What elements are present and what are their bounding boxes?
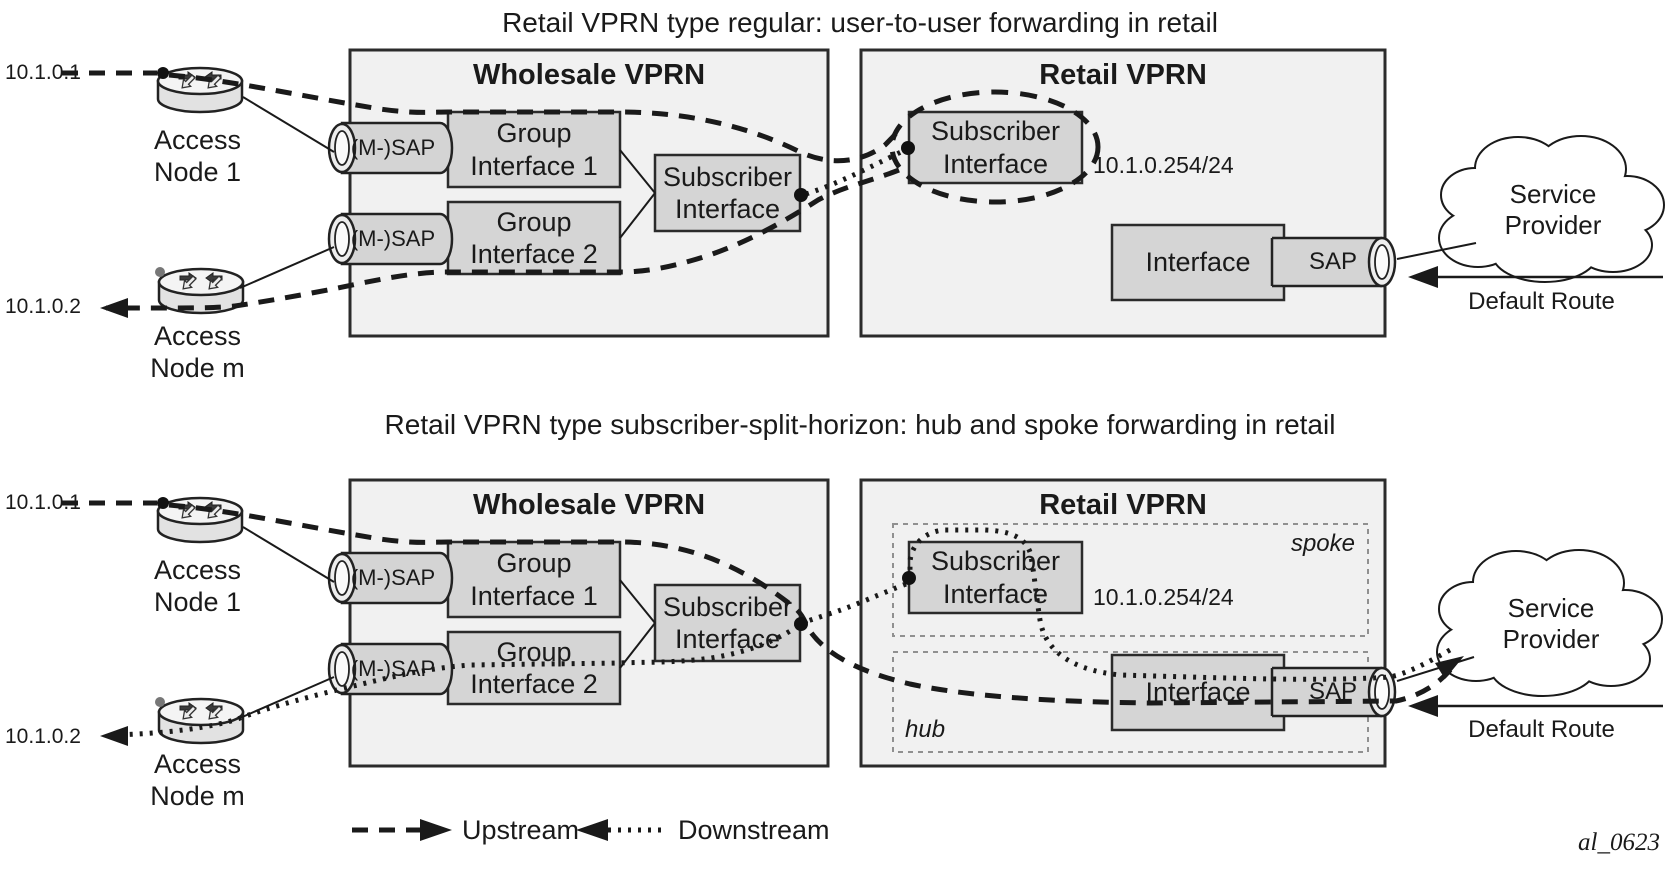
diagram-title-top: Retail VPRN type regular: user-to-user f…: [502, 7, 1218, 38]
hub-zone-label: hub: [905, 716, 946, 743]
group-interface-1-box-top: [446, 110, 622, 189]
access-node-1-label-top: Access Node 1: [153, 125, 242, 188]
default-route-label-bottom: Default Route: [1468, 716, 1615, 743]
legend-upstream-arrowhead: [420, 819, 452, 841]
retail-subif-dot-bottom: [902, 571, 916, 585]
retail-subscriber-interface-label-bottom: Subscriber Interface: [930, 546, 1061, 609]
service-provider-label-top: Service Provider: [1504, 178, 1602, 240]
solid-connectors-bottom: [239, 526, 1475, 719]
default-route-arrowhead-top: [1408, 266, 1438, 288]
group-interface-1-box-bottom: [446, 540, 622, 619]
msap-1-label-top: (M-)SAP: [350, 134, 436, 160]
retail-subif-dot-top: [901, 141, 915, 155]
interface-box-top: [1110, 223, 1286, 302]
wholesale-subif-dot-bottom: [794, 617, 808, 631]
access-node-1-ip-bottom: 10.1.0.1: [5, 491, 81, 514]
msap-2-label-bottom: (M-)SAP: [350, 655, 436, 681]
downstream-arrowhead-bottom: [100, 726, 128, 746]
downstream-path-bottom: [111, 527, 1452, 738]
legend-upstream-label: Upstream: [462, 815, 580, 845]
upstream-path-bottom: [62, 500, 1454, 706]
spoke-zone-rect: [892, 523, 1369, 637]
upstream-arrowhead-top: [100, 298, 128, 318]
upstream-arrowhead-bottom: [1435, 656, 1464, 679]
group-interface-2-label-top: Group Interface 2: [470, 206, 598, 269]
group-interface-1-label-top: Group Interface 1: [470, 118, 598, 181]
access-node-1-ip-top: 10.1.0.1: [5, 61, 81, 84]
default-route-label-top: Default Route: [1468, 288, 1615, 315]
wholesale-subscriber-interface-box-top: [653, 153, 802, 233]
node-m-port-dot-top: [155, 267, 165, 277]
subnet-label-top: 10.1.0.254/24: [1093, 152, 1234, 178]
sap-label-top: SAP: [1308, 247, 1358, 275]
upstream-path-top: [62, 70, 1101, 311]
msap-1-label-bottom: (M-)SAP: [350, 564, 436, 590]
spoke-zone-label: spoke: [1290, 530, 1355, 557]
access-node-m-icon-top: [157, 267, 245, 315]
uturn-dashed-ellipse-top: [889, 89, 1101, 205]
default-route-arrowhead-bottom: [1408, 695, 1438, 717]
access-node-m-ip-bottom: 10.1.0.2: [5, 725, 81, 748]
group-interface-2-label-bottom: Group Interface 2: [470, 636, 598, 699]
node-1-line-dot-bottom: [157, 497, 169, 509]
msap-2-label-top: (M-)SAP: [350, 225, 436, 251]
retail-vprn-label-bottom: Retail VPRN: [1039, 488, 1207, 521]
access-node-m-label-top: Access Node m: [150, 321, 245, 384]
wholesale-subif-dot-top: [794, 188, 808, 202]
wholesale-vprn-label-top: Wholesale VPRN: [472, 58, 706, 91]
wholesale-vprn-label-bottom: Wholesale VPRN: [472, 488, 706, 521]
subscriber-link-dotted-top: [805, 148, 905, 197]
access-node-1-label-bottom: Access Node 1: [153, 555, 242, 618]
access-node-m-ip-top: 10.1.0.2: [5, 295, 81, 318]
group-interface-2-box-bottom: [446, 630, 622, 706]
legend-downstream-arrowhead: [576, 819, 608, 841]
service-provider-label-bottom: Service Provider: [1502, 592, 1600, 654]
node-1-line-dot-top: [157, 67, 169, 79]
figure-id-label: al_0623: [1578, 829, 1660, 856]
retail-subscriber-interface-label-top: Subscriber Interface: [930, 116, 1061, 179]
access-node-m-label-bottom: Access Node m: [150, 749, 245, 812]
diagram-title-bottom: Retail VPRN type subscriber-split-horizo…: [384, 409, 1336, 440]
retail-vprn-label-top: Retail VPRN: [1039, 58, 1207, 91]
wholesale-subscriber-interface-label-top: Subscriber Interface: [662, 161, 793, 224]
wholesale-subscriber-interface-label-bottom: Subscriber Interface: [662, 591, 793, 654]
solid-connectors-top: [239, 96, 1477, 289]
subnet-label-bottom: 10.1.0.254/24: [1093, 584, 1234, 610]
legend-downstream-label: Downstream: [678, 815, 830, 845]
group-interface-1-label-bottom: Group Interface 1: [470, 548, 598, 611]
node-m-port-dot-bottom: [155, 697, 165, 707]
interface-label-top: Interface: [1145, 247, 1251, 278]
interface-label-bottom: Interface: [1145, 677, 1251, 708]
sap-label-bottom: SAP: [1308, 677, 1358, 705]
